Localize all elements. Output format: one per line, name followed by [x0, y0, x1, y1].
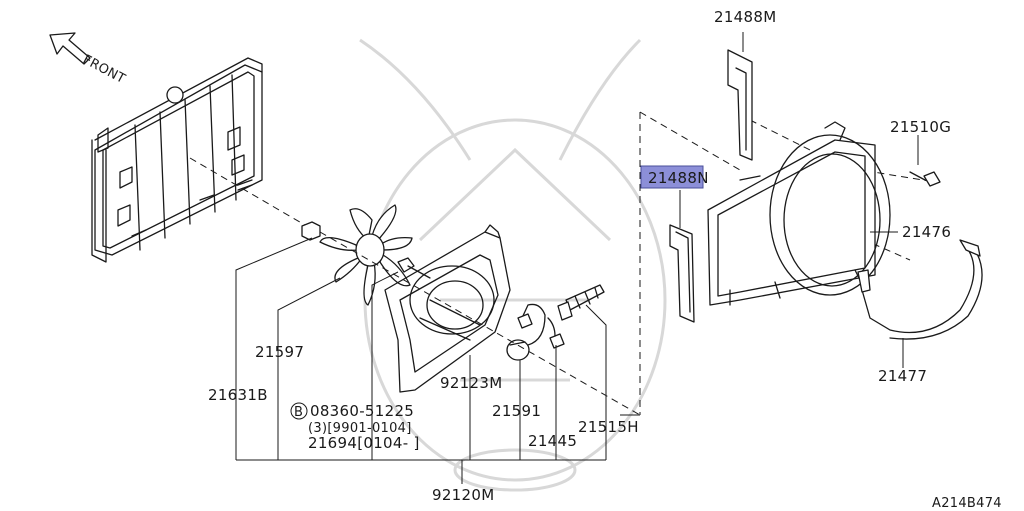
label-21694[interactable]: 21694[0104- ]	[308, 434, 420, 452]
label-21476[interactable]: 21476	[902, 223, 951, 241]
front-label: FRONT	[80, 52, 128, 87]
seal-21488M	[727, 49, 753, 161]
dash-line-assembly	[319, 231, 641, 416]
plug-21515H	[557, 284, 605, 321]
highlight-21488N	[640, 165, 704, 189]
label-21597[interactable]: 21597	[255, 343, 304, 361]
clip-21477	[857, 239, 983, 340]
radiator	[91, 57, 263, 263]
label-21591[interactable]: 21591	[492, 402, 541, 420]
seal-21488N	[669, 224, 695, 323]
label-21488M[interactable]: 21488M	[714, 8, 776, 26]
fan-shroud-21476	[707, 121, 891, 306]
bolt-spec-circle-icon	[290, 402, 308, 420]
bolt-21510G	[909, 171, 941, 187]
label-21515H[interactable]: 21515H	[578, 418, 639, 436]
dash-line-fan-axis	[784, 204, 911, 261]
diagram-code: A214B474	[932, 496, 1002, 511]
nut-21631B	[301, 221, 321, 241]
dash-line-radiator	[189, 157, 311, 229]
label-92120M[interactable]: 92120M	[432, 486, 494, 504]
front-arrow-icon	[49, 32, 91, 65]
dash-line-shroud	[749, 119, 821, 156]
label-21631B[interactable]: 21631B	[208, 386, 268, 404]
fan-21597	[319, 204, 413, 306]
label-21445[interactable]: 21445	[528, 432, 577, 450]
label-21488N[interactable]: 21488N	[648, 169, 709, 187]
label-21510G[interactable]: 21510G	[890, 118, 951, 136]
motor-21591	[506, 303, 546, 361]
label-08360-51225[interactable]: 08360-51225	[310, 402, 414, 420]
label-bolt-qty: (3)[9901-0104]	[308, 421, 412, 436]
connector-21445	[547, 317, 565, 349]
bolt	[397, 257, 431, 279]
dash-line-top	[639, 111, 741, 171]
label-92123M[interactable]: 92123M	[440, 374, 502, 392]
motor-bracket	[384, 224, 511, 393]
label-bolt-circle: B	[294, 405, 303, 420]
leader-lines	[235, 32, 919, 484]
label-21477[interactable]: 21477	[878, 367, 927, 385]
